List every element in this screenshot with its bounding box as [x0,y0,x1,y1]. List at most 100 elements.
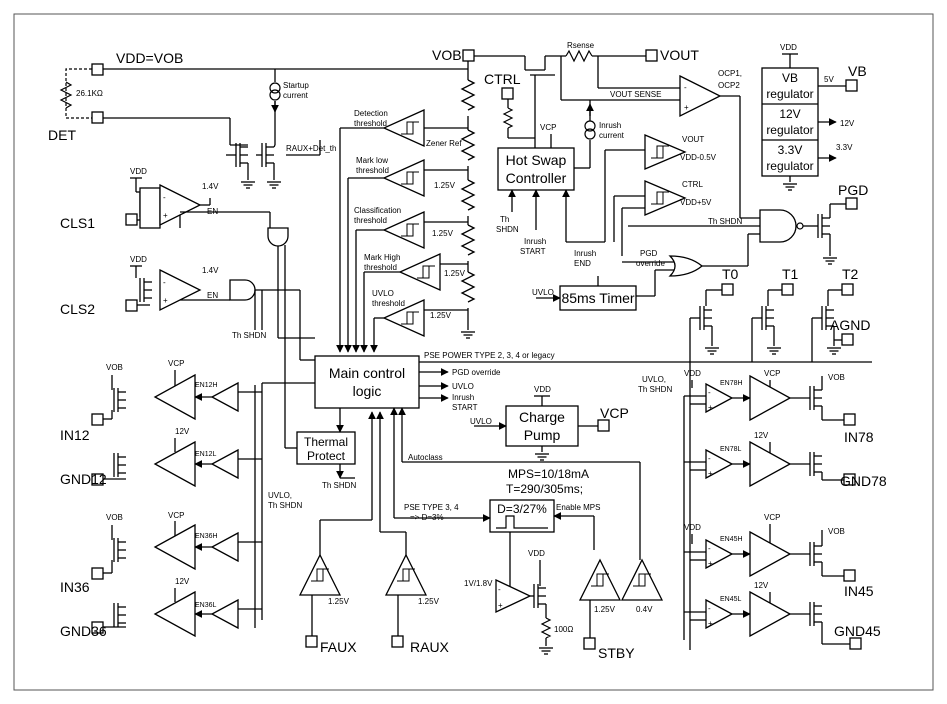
pin-in78 [843,413,856,426]
pin-raux-label: RAUX [410,639,450,655]
stby-comparator-1 [578,558,622,601]
pin-gnd45-label: GND45 [834,623,881,639]
mps-duty-block [489,499,555,533]
mps-label-1: MPS=10/18mA [508,467,589,481]
vob-in36-label: VOB [106,513,123,522]
autoclass-label: Autoclass [408,453,443,462]
v125-marklow-label: 1.25V [434,181,456,190]
th-shdn-hs-label-1: Th [500,215,509,224]
inrush-start-label-2: START [520,247,546,256]
thermal-protect-label-2: Protect [307,449,346,463]
reg12-label-1: 12V [779,107,800,121]
and-gate-cls2 [229,279,256,301]
en36l-label: EN36L [195,602,217,609]
pin-faux [305,635,318,648]
or-gate-pgd [668,255,704,277]
mark-low-comparator: Mark low threshold 1.25V [344,156,468,353]
vcp-hotswap-label: VCP [540,123,556,132]
vb-reg-label-1: VB [782,71,798,85]
en12h-label: EN12H [195,382,218,389]
cls2-plus: + [163,296,168,305]
pin-vb [845,79,858,92]
res-26k-label: 26.1KΩ [76,89,103,98]
main-control-logic-block [314,355,420,409]
and-gate-cls1 [267,227,289,247]
v5-label: 5V [824,75,834,84]
vcp-in78-label: VCP [764,369,780,378]
en78h-plus: + [708,403,713,412]
pin-raux [391,635,404,648]
inrush-end-label-1: Inrush [574,249,596,258]
regulator-block [761,67,819,177]
inrush-end-label-2: END [574,259,591,268]
v33-reg-label: 3.3V [836,143,853,152]
vdd-cls1-label: VDD [130,167,147,176]
pin-t0 [721,283,734,296]
ctrl-cmp-label: CTRL [682,180,703,189]
pin-cls1-label: CLS1 [60,215,95,231]
pin-det [91,111,104,124]
pin-cls1 [125,213,138,226]
pin-t1-label: T1 [782,266,799,282]
v125-uvlo-label: 1.25V [430,311,452,320]
thermal-protect-block [296,431,356,465]
pin-in45-label: IN45 [844,583,874,599]
pin-cls2-label: CLS2 [60,301,95,317]
reg33-label-1: 3.3V [778,143,803,157]
cmp-en78l [705,448,734,480]
detection-comparator: Detection threshold Zener Ref [336,108,468,353]
vob-in12-label: VOB [106,363,123,372]
pse-type34-label-1: PSE TYPE 3, 4 [404,503,459,512]
mark-high-label-2: threshold [364,263,397,272]
pin-vcp-label: VCP [600,405,629,421]
th-shdn-pgd-label: Th SHDN [708,217,742,226]
pin-faux-label: FAUX [320,639,357,655]
v12-gnd12-label: 12V [175,427,190,436]
charge-pump-label-2: Pump [524,427,561,443]
vb-reg-label-2: regulator [766,87,813,101]
pin-cls2 [125,299,138,312]
v125-faux-label: 1.25V [328,597,350,606]
cls1-plus: + [163,211,168,220]
pin-vdd-vob [91,63,104,76]
en-cls2-label: EN [207,291,218,300]
reg33-label-2: regulator [766,159,813,173]
vout-sense-label: VOUT SENSE [610,90,661,99]
pin-vob [462,49,475,62]
cls1-minus: - [163,193,166,202]
mark-low-label-1: Mark low [356,156,388,165]
v12-gnd45-label: 12V [754,581,769,590]
en78h-minus: - [708,388,711,397]
stby-comparator-2 [620,558,664,601]
en12l-label: EN12L [195,451,217,458]
timer-85ms-label: 85ms Timer [561,290,634,306]
mark-low-label-2: threshold [356,166,389,175]
hot-swap-label-2: Controller [506,170,567,186]
class-threshold-label-2: threshold [354,216,387,225]
gnd12-channel: 12V EN12L GND12 [60,427,239,488]
uvlo-out-label: UVLO [452,382,474,391]
en78l-label: EN78L [720,446,742,453]
pin-vob-label: VOB [432,47,462,63]
raux-comparator [384,553,428,596]
detection-threshold-label-2: threshold [354,119,387,128]
v125-stby-label: 1.25V [594,605,616,614]
uvlo-right-label: UVLO, [642,375,666,384]
en45h-plus: + [708,559,713,568]
en45l-plus: + [708,619,713,628]
pin-vb-label: VB [848,63,867,79]
mps-amp [495,578,532,614]
th-shdn-thermal-label: Th SHDN [322,481,356,490]
enable-mps-label: Enable MPS [556,503,600,512]
pin-gnd78 [843,473,856,486]
vdd-plus-label: VDD+5V [680,198,712,207]
en78l-plus: + [708,469,713,478]
cls2-minus: - [163,278,166,287]
cmp-en12h [210,381,239,413]
v04-label: 0.4V [636,605,653,614]
in78-channel: VDD EN78H - + VCP VOB IN78 [684,369,874,445]
cmp-en12l [210,448,239,480]
pin-ctrl [501,87,514,100]
classification-comparator: Classification threshold 1.25V [352,206,468,353]
pin-in12-label: IN12 [60,427,90,443]
